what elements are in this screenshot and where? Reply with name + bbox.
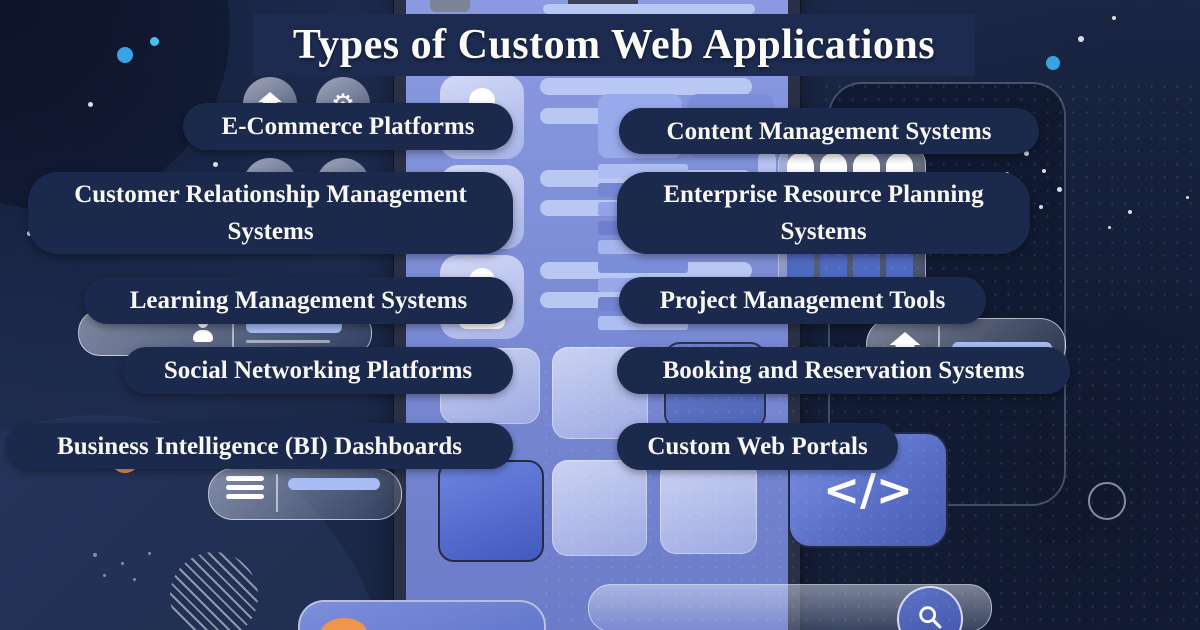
label-social-networking-platforms: Social Networking Platforms [123,347,513,394]
page-title: Types of Custom Web Applications [292,22,936,68]
cyan-dot [150,37,159,46]
star-dot [1128,210,1132,214]
list-text-bar [540,78,752,95]
label-bi-dashboards: Business Intelligence (BI) Dashboards [6,423,513,469]
app-tile [660,460,757,554]
blue-dot [1046,56,1060,70]
phone-status-tab [430,0,470,12]
star-dot [1078,36,1084,42]
divider [276,474,278,512]
star-dot [93,553,97,557]
list-text-bar [543,4,755,14]
app-tile [552,460,647,556]
star-dot [1057,187,1062,192]
star-dot [88,102,93,107]
title-banner: Types of Custom Web Applications [253,14,975,76]
text-bar [288,478,380,490]
label-e-commerce-platforms: E-Commerce Platforms [183,103,513,150]
divider [232,315,234,349]
divider [938,326,940,364]
striped-circle [170,552,258,630]
star-dot [103,574,106,577]
star-dot [1112,16,1116,20]
text-line [246,340,330,343]
star-dot [1108,226,1111,229]
menu-icon [226,476,264,499]
search-icon [916,603,944,630]
star-dot [213,162,218,167]
label-erp-systems: Enterprise Resource Planning Systems [617,172,1030,254]
star-dot [133,578,136,581]
orange-dot [320,618,368,630]
label-learning-management-systems: Learning Management Systems [84,277,513,324]
star-dot [1024,151,1029,156]
ring-decor [1088,482,1126,520]
label-custom-web-portals: Custom Web Portals [617,423,898,470]
label-project-management-tools: Project Management Tools [619,277,986,324]
app-tile [438,460,544,562]
star-dot [1186,196,1189,199]
code-icon: </> [823,464,913,516]
star-dot [1042,169,1046,173]
label-booking-reservation-systems: Booking and Reservation Systems [617,347,1070,394]
label-content-management-systems: Content Management Systems [619,108,1039,154]
star-dot [121,562,124,565]
star-dot [148,552,151,555]
star-dot [1039,205,1043,209]
label-crm-systems: Customer Relationship Management Systems [28,172,513,254]
blue-dot [117,47,133,63]
